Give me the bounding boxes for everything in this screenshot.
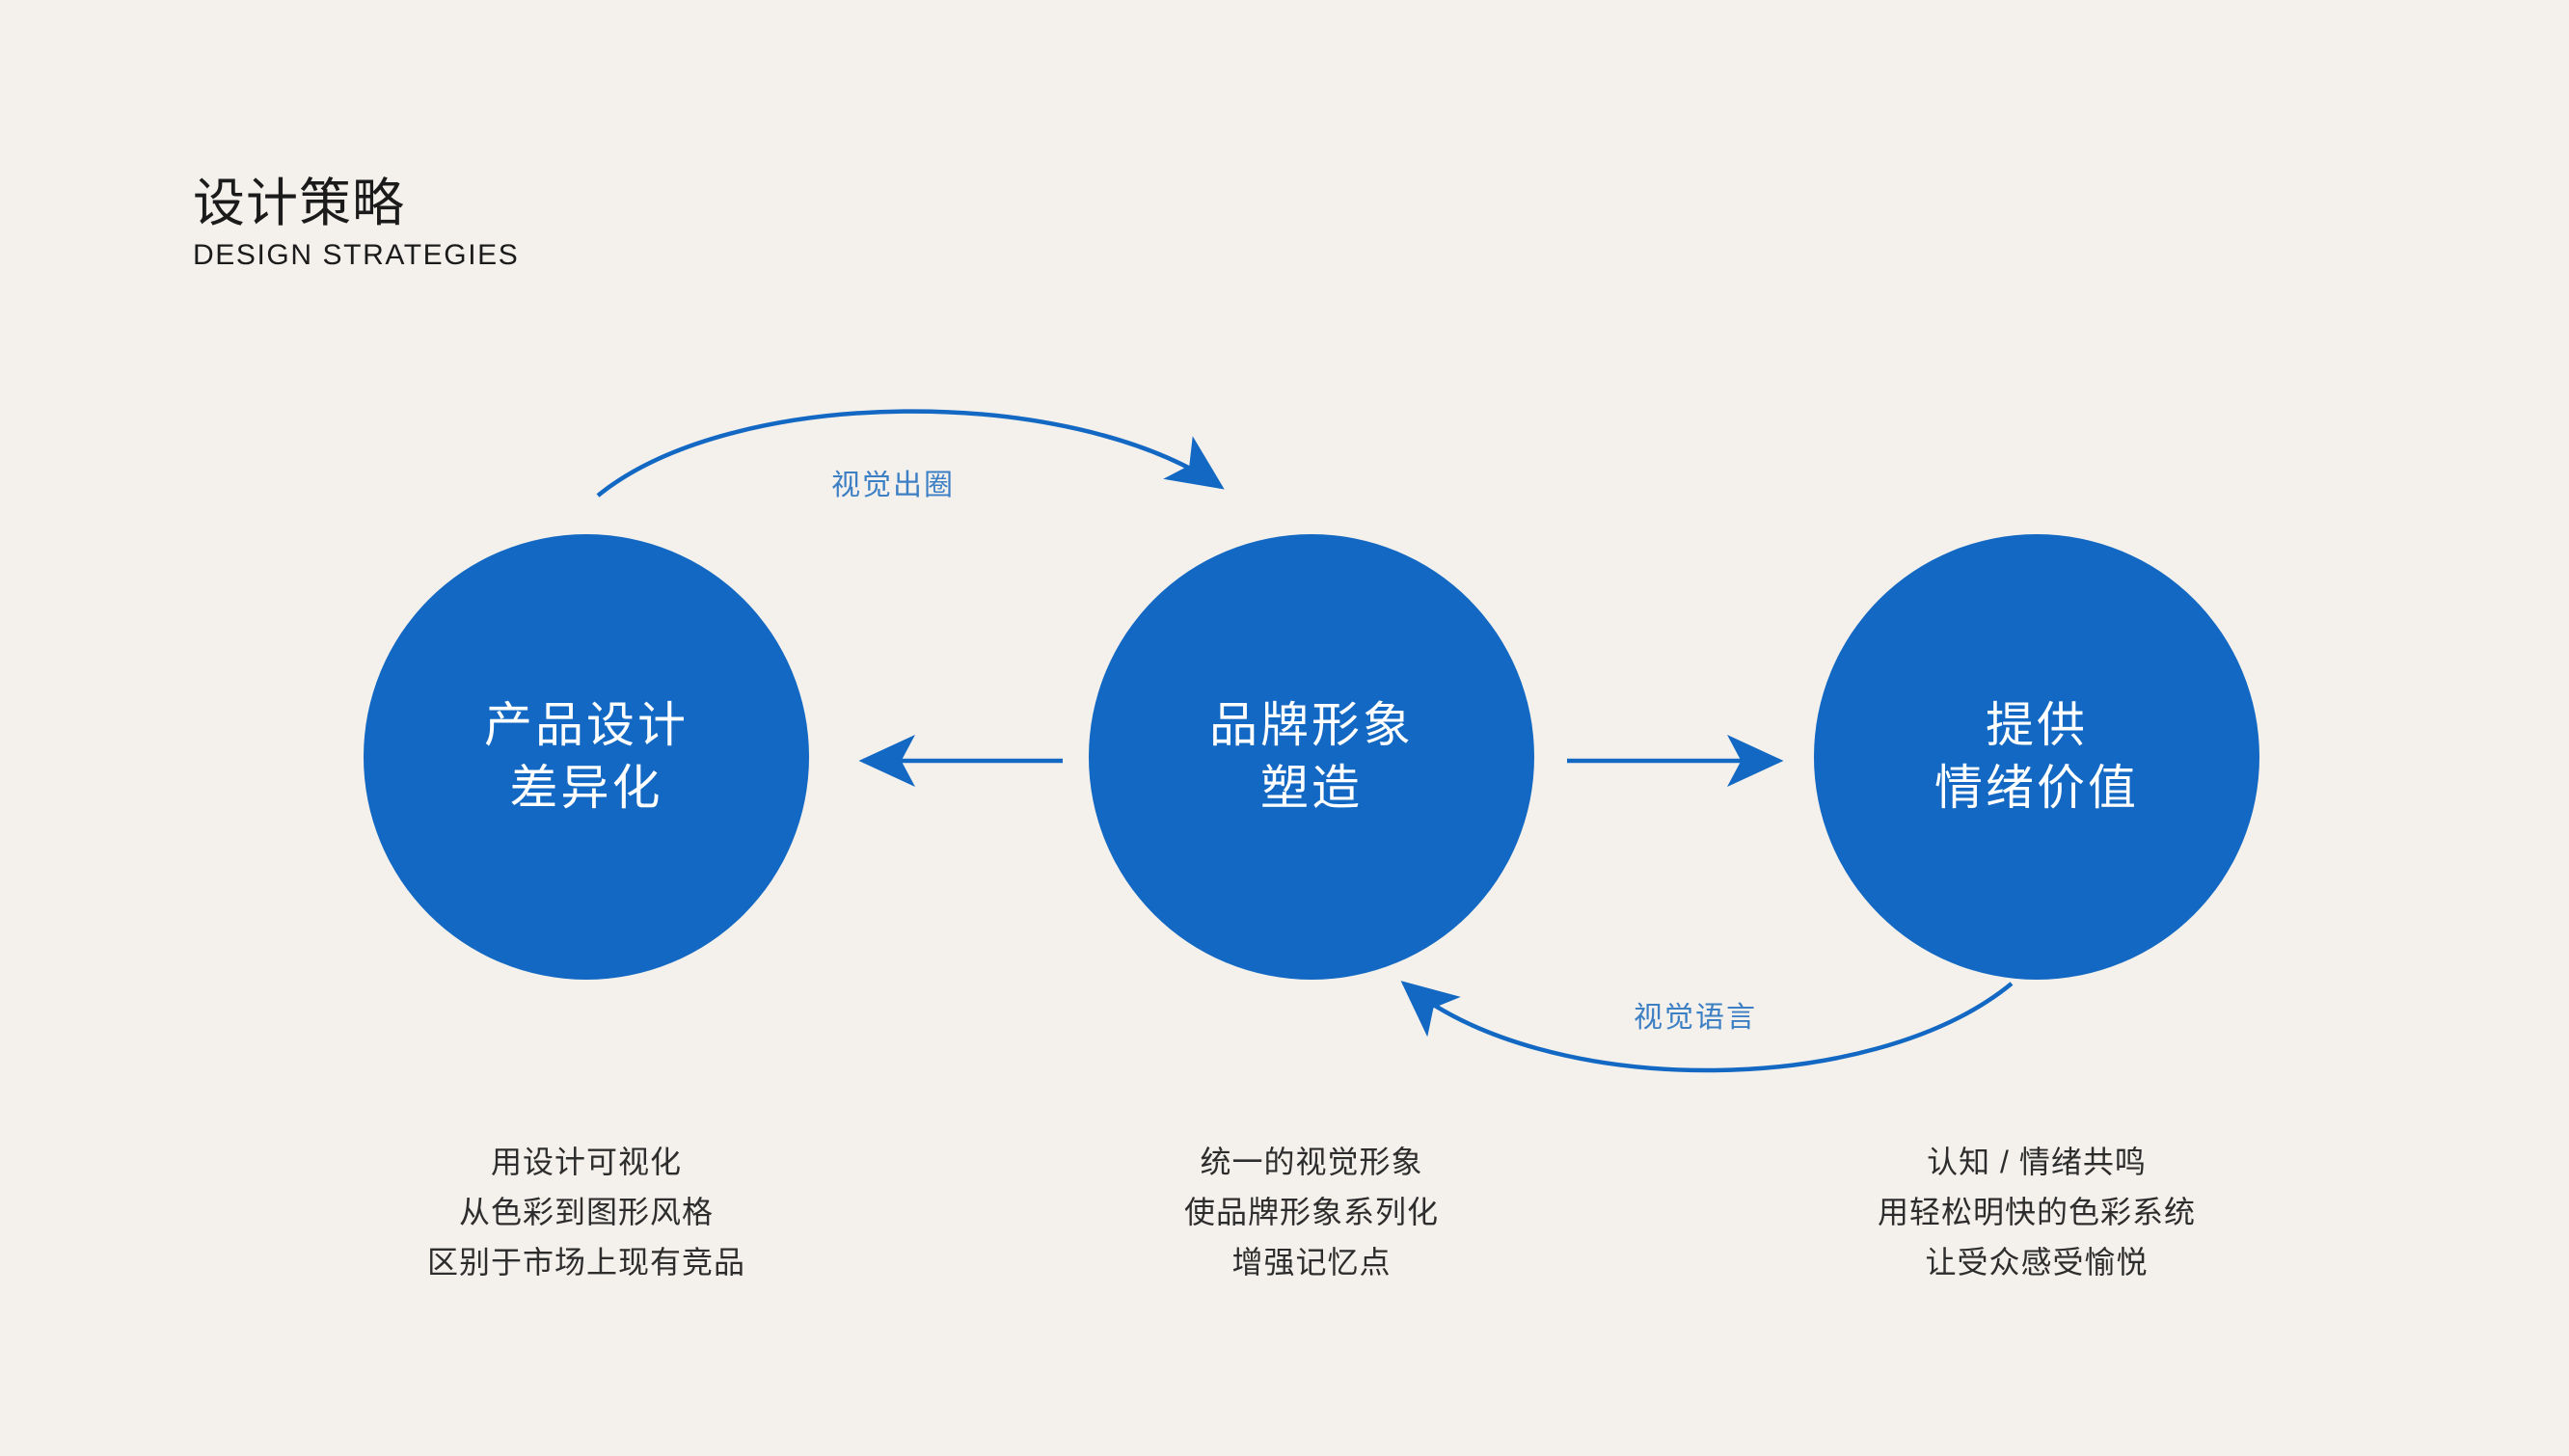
node-label-line-2: 塑造 xyxy=(1260,761,1363,815)
caption-provide-emotional-value: 认知 / 情绪共鸣 用轻松明快的色彩系统 让受众感受愉悦 xyxy=(1738,1138,2336,1287)
page-subtitle: DESIGN STRATEGIES xyxy=(193,239,520,272)
node-product-design-differentiation[interactable]: 产品设计 差异化 xyxy=(364,534,809,980)
caption-line: 统一的视觉形象 xyxy=(1200,1145,1423,1179)
caption-line: 用设计可视化 xyxy=(490,1145,682,1179)
caption-line: 使品牌形象系列化 xyxy=(1183,1194,1439,1229)
caption-line: 区别于市场上现有竞品 xyxy=(426,1244,745,1280)
page-title-block: 设计策略 DESIGN STRATEGIES xyxy=(193,175,520,272)
page-title: 设计策略 xyxy=(193,175,405,232)
node-label-line-2: 差异化 xyxy=(509,761,663,815)
caption-product-design-differentiation: 用设计可视化 从色彩到图形风格 区别于市场上现有竞品 xyxy=(287,1138,885,1287)
arc-label-visual-language: 视觉语言 xyxy=(1634,1002,1757,1034)
node-label-line-1: 提供 xyxy=(1986,698,2088,752)
caption-line: 从色彩到图形风格 xyxy=(458,1194,714,1229)
node-label-line-1: 产品设计 xyxy=(484,698,689,752)
node-brand-image-shaping[interactable]: 品牌形象 塑造 xyxy=(1089,534,1534,980)
caption-line: 用轻松明快的色彩系统 xyxy=(1877,1194,2196,1229)
caption-line: 认知 / 情绪共鸣 xyxy=(1927,1145,2147,1179)
node-provide-emotional-value[interactable]: 提供 情绪价值 xyxy=(1814,534,2259,980)
node-label-line-1: 品牌形象 xyxy=(1209,698,1414,752)
caption-line: 让受众感受愉悦 xyxy=(1925,1244,2149,1280)
arc-label-visual-breakout: 视觉出圈 xyxy=(831,470,955,501)
node-label-line-2: 情绪价值 xyxy=(1934,761,2139,815)
caption-brand-image-shaping: 统一的视觉形象 使品牌形象系列化 增强记忆点 xyxy=(1013,1138,1610,1287)
caption-line: 增强记忆点 xyxy=(1231,1244,1392,1280)
